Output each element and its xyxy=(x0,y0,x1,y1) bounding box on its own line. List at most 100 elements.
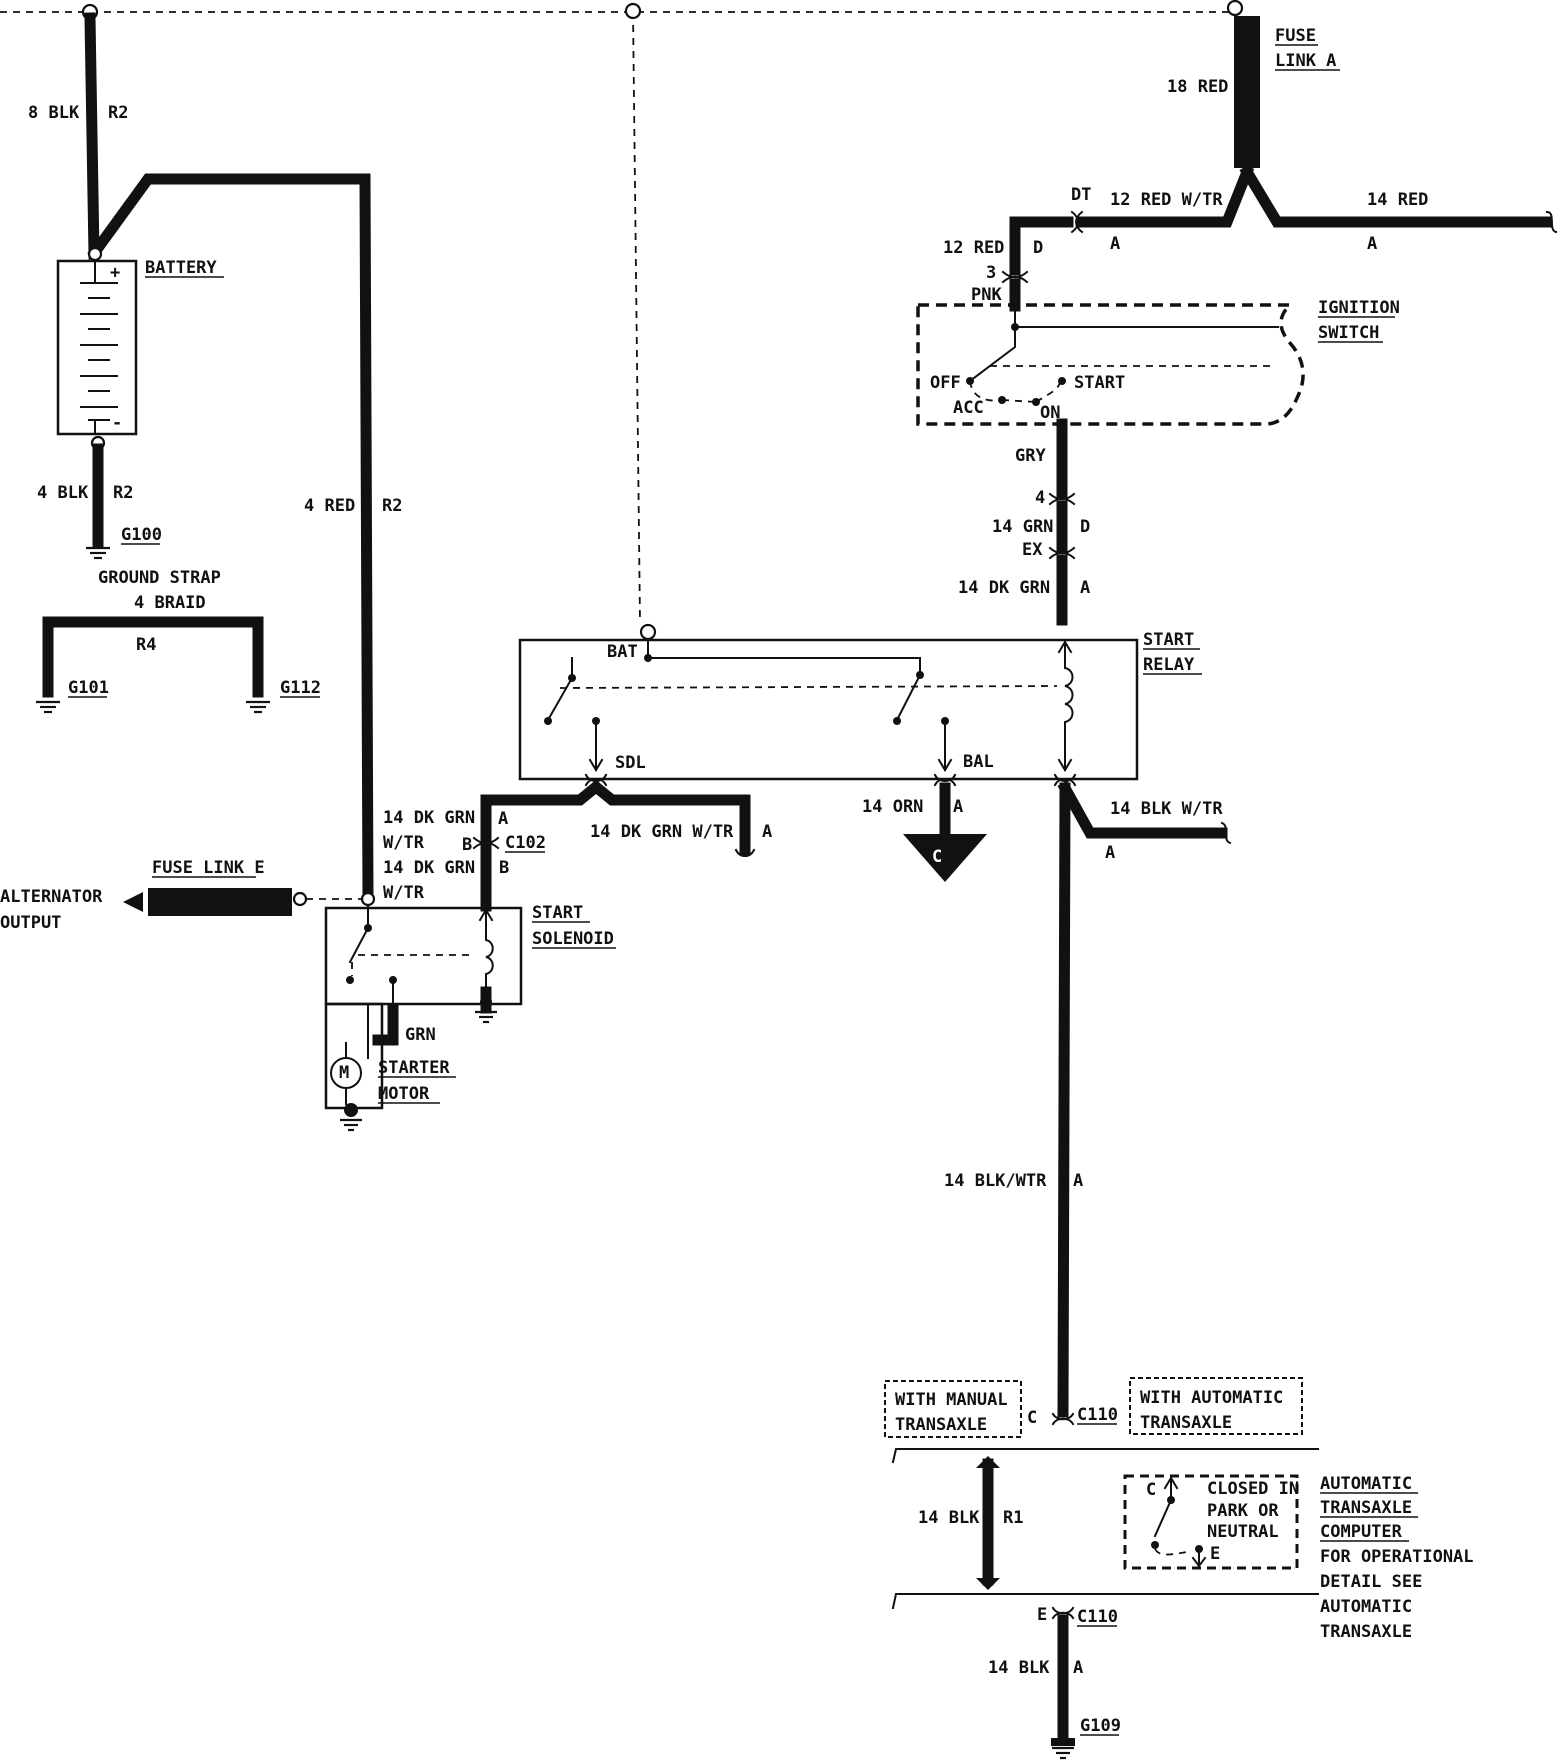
connector-c110-bottom xyxy=(1051,1606,1075,1620)
with-automatic-label-1: WITH AUTOMATIC xyxy=(1140,1388,1283,1408)
ignition-switch-outline xyxy=(916,303,1305,426)
transaxle-bracket-bottom xyxy=(891,1593,1319,1610)
atc-label-7: TRANSAXLE xyxy=(1320,1622,1412,1642)
start-solenoid-label-1: START xyxy=(532,903,583,923)
wire-12red-wtr xyxy=(1076,164,1255,228)
connector-dt xyxy=(1070,210,1084,234)
atc-label-2: TRANSAXLE xyxy=(1320,1498,1412,1518)
start-solenoid-label-2: SOLENOID xyxy=(532,929,614,949)
fuse-link-a-label-1: FUSE xyxy=(1275,26,1316,46)
ignition-on-label: ON xyxy=(1040,403,1060,423)
relay-bat-label: BAT xyxy=(607,642,638,662)
connector-ignition-3 xyxy=(1001,270,1029,284)
wire-label-14orn: 14 ORN xyxy=(862,797,923,817)
wire-label-a1: A xyxy=(1110,234,1120,254)
start-relay: BAT SDL BAL START RELAY xyxy=(518,623,1202,781)
wire-8blk xyxy=(84,12,100,260)
wire-label-a2: A xyxy=(1367,234,1377,254)
wire-label-c: C xyxy=(1027,1408,1037,1428)
wire-label-14dkgrn-1: 14 DK GRN xyxy=(383,808,475,828)
wire-label-3: 3 xyxy=(986,263,996,283)
atc-label-1: AUTOMATIC xyxy=(1320,1474,1412,1494)
wire-label-e: E xyxy=(1037,1605,1047,1625)
connector-c110-top-label: C110 xyxy=(1077,1405,1118,1425)
wire-label-r2-top: R2 xyxy=(108,103,128,123)
atc-switch-c: C xyxy=(1146,1480,1156,1500)
with-manual-box xyxy=(884,1380,1022,1438)
with-manual-label-1: WITH MANUAL xyxy=(895,1390,1008,1410)
solenoid-coil xyxy=(485,909,494,999)
battery-cells xyxy=(80,262,118,433)
wire-14red xyxy=(1239,164,1553,228)
wire-label-4blk: 4 BLK xyxy=(37,483,89,503)
wire-label-14dkgrn-wtr-right: 14 DK GRN W/TR xyxy=(590,822,734,842)
wire-12red xyxy=(1009,216,1074,276)
connector-c110-bottom-label: C110 xyxy=(1077,1607,1118,1627)
connector-bal xyxy=(933,773,957,787)
wire-label-14grn: 14 GRN xyxy=(992,517,1053,537)
relay-sdl-label: SDL xyxy=(615,753,646,773)
battery-symbol xyxy=(56,259,138,436)
wire-label-r4: R4 xyxy=(136,635,156,655)
ignition-switch-label-1: IGNITION xyxy=(1318,298,1400,318)
closed-in-label-3: NEUTRAL xyxy=(1207,1522,1279,1542)
battery-positive-terminal xyxy=(87,246,103,262)
wire-label-grn: GRN xyxy=(405,1025,436,1045)
wire-label-14blk-wtr-right: 14 BLK W/TR xyxy=(1110,799,1223,819)
fuse-link-e-label: FUSE LINK E xyxy=(152,858,265,878)
ground-symbol-g100 xyxy=(86,546,110,560)
wire-label-18red: 18 RED xyxy=(1167,77,1228,97)
start-solenoid-box xyxy=(324,906,523,1006)
wire-label-14red: 14 RED xyxy=(1367,190,1428,210)
starter-motor-box xyxy=(324,1002,384,1110)
relay-bat-terminal xyxy=(639,623,657,641)
atc-label-6: AUTOMATIC xyxy=(1320,1597,1412,1617)
start-solenoid-section: 14 DK GRN W/TR 14 DK GRN W/TR B B C102 F… xyxy=(0,808,616,1132)
connector-c-label: C xyxy=(932,847,942,867)
ignition-switch: OFF ACC ON START IGNITION SWITCH xyxy=(916,298,1400,426)
ignition-off-label: OFF xyxy=(930,373,961,393)
ignition-start-dot xyxy=(1058,377,1066,385)
wire-label-a6: A xyxy=(953,797,963,817)
atc-label-5: DETAIL SEE xyxy=(1320,1572,1422,1592)
connector-c110-top xyxy=(1051,1412,1075,1426)
ground-strap-label-2: 4 BRAID xyxy=(134,593,206,613)
connector-c-triangle xyxy=(903,834,987,882)
wire-label-wtr-1: W/TR xyxy=(383,833,425,853)
start-relay-box xyxy=(518,638,1139,781)
wire-label-r2-mid: R2 xyxy=(113,483,133,503)
ignition-switch-label-2: SWITCH xyxy=(1318,323,1379,343)
wire-14blk-wtr-right xyxy=(1057,780,1228,839)
atc-switch-box xyxy=(1123,1474,1299,1570)
wire-14dkgrn-wtr-a xyxy=(480,779,751,856)
with-automatic-label-2: TRANSAXLE xyxy=(1140,1413,1232,1433)
ground-g109-block xyxy=(1051,1738,1075,1746)
relay-feed-wire: GRY 4 14 GRN D EX 14 DK GRN A xyxy=(958,418,1090,626)
ground-g109-label: G109 xyxy=(1080,1716,1121,1736)
ground-strap: GROUND STRAP 4 BRAID R4 G101 G112 xyxy=(36,568,321,714)
battery-label: BATTERY xyxy=(145,258,217,278)
ground-g112-label: G112 xyxy=(280,678,321,698)
start-relay-label-2: RELAY xyxy=(1143,655,1195,675)
ignition-acc-label: ACC xyxy=(953,398,984,418)
bus-node-middle xyxy=(624,2,642,20)
wire-label-d2: D xyxy=(1080,517,1090,537)
closed-in-label-1: CLOSED IN xyxy=(1207,1479,1299,1499)
atc-label-4: FOR OPERATIONAL xyxy=(1320,1547,1474,1567)
wire-4red-top xyxy=(87,173,374,903)
wire-label-14dkgrn-2: 14 DK GRN xyxy=(383,858,475,878)
wire-label-b2: B xyxy=(499,858,509,878)
wire-label-wtr-2: W/TR xyxy=(383,883,425,903)
wire-label-dt: DT xyxy=(1071,185,1091,205)
connector-4 xyxy=(1048,492,1076,506)
solenoid-bat-terminal xyxy=(360,891,376,907)
wire-label-14blk-wtr-long: 14 BLK/WTR xyxy=(944,1171,1047,1191)
ignition-internal-bar xyxy=(1014,305,1279,328)
starter-motor-label-2: MOTOR xyxy=(378,1084,430,1104)
wire-label-b1: B xyxy=(462,835,472,855)
relay-bat-dashed-feed xyxy=(632,11,641,623)
wire-label-14blk-r1: 14 BLK xyxy=(918,1508,980,1528)
ground-g101-label: G101 xyxy=(68,678,109,698)
ground-g100-label: G100 xyxy=(121,525,162,545)
